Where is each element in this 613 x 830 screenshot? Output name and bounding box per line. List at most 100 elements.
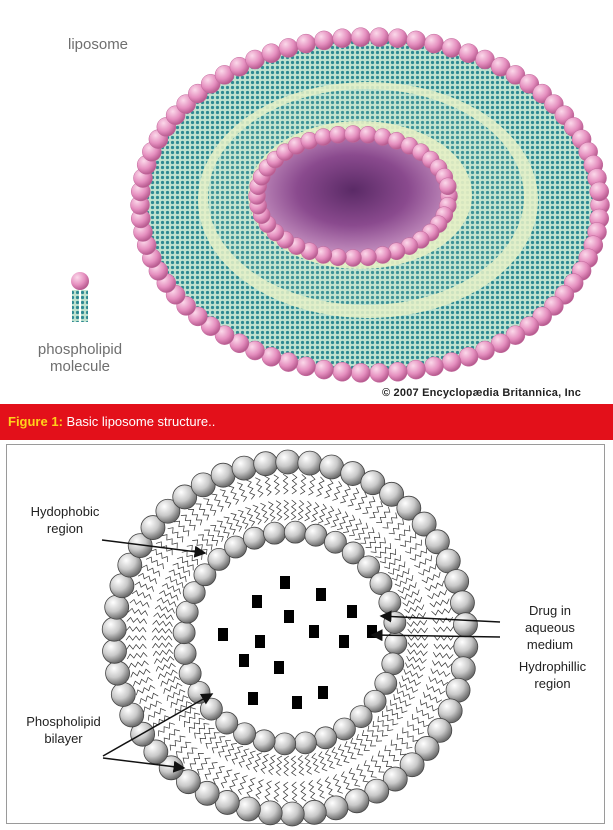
lipid-tail xyxy=(184,713,200,727)
phospholipid-label-line1: phospholipid xyxy=(30,341,130,358)
lipid-tail xyxy=(370,501,383,518)
lipid-tail xyxy=(422,572,440,583)
lipid-tail xyxy=(366,532,380,547)
phospholipid-head xyxy=(459,44,478,63)
lipid-tail xyxy=(174,521,189,536)
lipid-tail xyxy=(126,627,146,632)
lipid-tail xyxy=(316,477,324,497)
phospholipid-head xyxy=(442,353,461,372)
lipid-head-ball xyxy=(302,800,326,824)
lipid-tail xyxy=(155,605,175,613)
phospholipid-head xyxy=(442,38,461,57)
phospholipid-head xyxy=(360,126,377,143)
lipid-tail xyxy=(269,755,276,775)
phospholipid-head xyxy=(388,29,407,48)
lipid-tail xyxy=(424,692,442,703)
lipid-tail xyxy=(182,551,198,565)
drug-particle xyxy=(316,588,326,601)
lipid-tail xyxy=(129,661,149,668)
lipid-tail xyxy=(376,507,390,523)
lipid-tail xyxy=(135,582,154,592)
lipid-tail xyxy=(308,475,315,495)
lipid-tail xyxy=(247,778,256,797)
lipid-tail xyxy=(364,760,376,777)
drug-particle xyxy=(309,625,319,638)
drug-particle xyxy=(318,686,328,699)
lipid-tail xyxy=(128,608,148,615)
lipid-tail xyxy=(268,502,275,522)
lipid-head-ball xyxy=(274,733,296,755)
lipid-tail xyxy=(148,709,165,721)
lipid-tail xyxy=(408,649,428,655)
lipid-tail xyxy=(378,716,393,731)
lipid-tail xyxy=(190,753,204,769)
lipid-tail xyxy=(384,555,400,568)
lipid-tail xyxy=(132,591,151,600)
lipid-tail xyxy=(206,733,220,749)
lipid-tail xyxy=(153,650,173,656)
lipid-tail xyxy=(309,780,316,800)
lipid-tail xyxy=(204,530,218,546)
lipid-tail xyxy=(126,644,146,649)
lipid-tail xyxy=(212,494,224,512)
phospholipid-head xyxy=(345,250,362,267)
phospholipid-head xyxy=(370,363,389,382)
hydrophobic-line2: region xyxy=(20,520,110,537)
lipid-tail xyxy=(433,652,453,658)
lipid-head-ball xyxy=(294,732,316,754)
lipid-tail xyxy=(212,737,225,754)
lipid-tail xyxy=(428,590,447,599)
figure-panel: Figure 1: Basic liposome structure.. Hyd… xyxy=(0,404,613,830)
lipid-head-ball xyxy=(454,635,478,659)
lipid-tail xyxy=(228,486,238,505)
lipid-tail xyxy=(181,515,195,531)
phospholipid-head xyxy=(388,362,407,381)
lipid-tail xyxy=(412,714,429,727)
lipid-head-ball xyxy=(451,657,475,681)
lipid-tail xyxy=(130,600,149,608)
drug-particle xyxy=(252,595,262,608)
phospholipid-head xyxy=(345,126,362,143)
lipid-tail xyxy=(385,745,399,761)
phospholipid-head xyxy=(333,362,352,381)
lipid-tail xyxy=(407,656,427,663)
phospholipid-head xyxy=(314,31,333,50)
lipid-tail xyxy=(357,764,369,782)
lipid-head-ball xyxy=(345,789,369,813)
lipid-tail xyxy=(284,500,289,520)
lipid-tail xyxy=(133,677,152,686)
lipid-tail xyxy=(180,708,196,721)
lipid-head-ball xyxy=(450,591,474,615)
lipid-head-ball xyxy=(298,451,322,475)
lipid-tail xyxy=(341,771,351,790)
phospholipid-head xyxy=(351,363,370,382)
lipid-tail xyxy=(138,573,156,584)
lipid-tail xyxy=(395,526,410,541)
lipid-tail xyxy=(407,620,427,626)
lipid-tail xyxy=(127,653,147,659)
lipid-tail xyxy=(430,599,449,607)
lipid-tail xyxy=(127,618,147,624)
phospholipid-label-line2: molecule xyxy=(30,358,130,375)
lipid-head-ball xyxy=(324,796,348,820)
lipid-tail xyxy=(434,644,454,649)
lipid-tail xyxy=(391,740,406,755)
drug-particle xyxy=(284,610,294,623)
lipid-tail xyxy=(265,476,272,496)
lipid-head-ball xyxy=(211,463,235,487)
lipid-tail xyxy=(380,549,396,563)
lipid-tail xyxy=(276,501,282,521)
lipid-tail xyxy=(292,782,297,802)
lipid-tail xyxy=(237,483,246,502)
lipid-tail xyxy=(283,782,288,802)
drug-particle xyxy=(218,628,228,641)
lipid-tail xyxy=(391,700,408,713)
lipid-tail xyxy=(432,608,452,615)
lipid-tail xyxy=(317,779,325,799)
lipid-tail xyxy=(168,528,183,543)
lipid-tail xyxy=(355,492,367,510)
drug-particle xyxy=(239,654,249,667)
phospholipid-head xyxy=(315,129,332,146)
lipid-tail xyxy=(284,756,289,776)
lipid-head-ball xyxy=(379,591,401,613)
